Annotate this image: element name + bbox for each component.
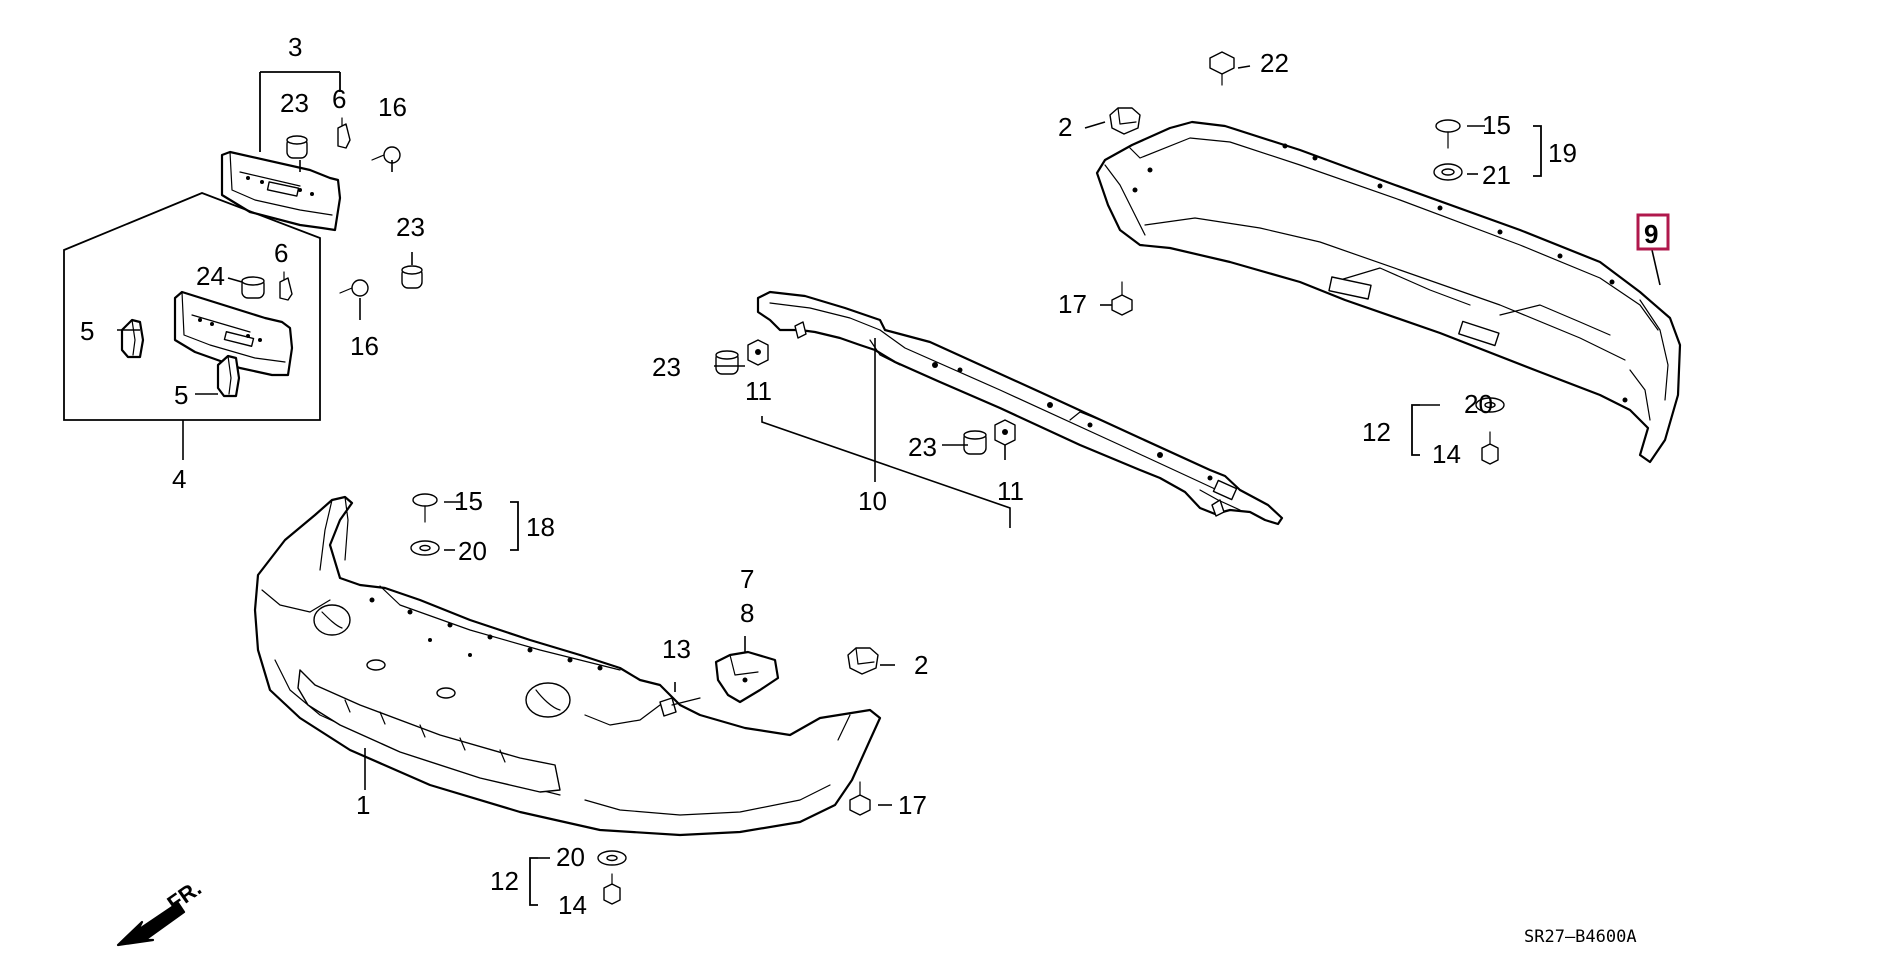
callout-5: 5 xyxy=(80,316,94,346)
bolt-14-rear[interactable] xyxy=(1481,431,1499,465)
nut-11-right[interactable] xyxy=(994,419,1016,446)
clip-6-mid[interactable] xyxy=(279,271,293,301)
bolt-13[interactable] xyxy=(659,697,701,717)
washer-20-front-top[interactable] xyxy=(410,540,440,556)
callout-23: 23 xyxy=(280,88,309,118)
clip-6-top[interactable] xyxy=(337,117,351,149)
callout-19: 19 xyxy=(1548,138,1577,168)
bolt-14-front[interactable] xyxy=(603,873,621,905)
callout-4: 4 xyxy=(172,464,186,494)
screw-22[interactable] xyxy=(1209,51,1235,86)
highlight-box xyxy=(1636,213,1670,251)
callout-21: 21 xyxy=(1482,160,1511,190)
diagram-code: SR27–B4600A xyxy=(1524,927,1637,947)
callout-20: 20 xyxy=(458,536,487,566)
washer-20-front-bottom[interactable] xyxy=(597,850,627,866)
callout-12: 12 xyxy=(490,866,519,896)
callout-15: 15 xyxy=(454,486,483,516)
grommet-23-beam-right[interactable] xyxy=(963,430,987,455)
callout-1: 1 xyxy=(356,790,370,820)
callout-14: 14 xyxy=(1432,439,1461,469)
callout-13: 13 xyxy=(662,634,691,664)
rear-bumper-beam[interactable] xyxy=(756,290,1284,526)
screw-15-rear[interactable] xyxy=(1435,119,1461,149)
screw-16-top[interactable] xyxy=(371,146,401,164)
callout-16: 16 xyxy=(378,92,407,122)
grommet-24[interactable] xyxy=(241,276,265,299)
screw-17-front[interactable] xyxy=(849,781,871,816)
plate-cover-right[interactable] xyxy=(216,354,241,398)
clip-2-front[interactable] xyxy=(847,647,879,675)
callout-17: 17 xyxy=(898,790,927,820)
callouts: 3 23 6 16 23 24 6 16 5 5 4 22 2 15 19 21… xyxy=(80,32,1670,920)
washer-20-rear[interactable] xyxy=(1475,397,1505,413)
clip-2-rear[interactable] xyxy=(1109,107,1141,135)
callout-2: 2 xyxy=(914,650,928,680)
nut-11-left[interactable] xyxy=(747,339,769,366)
leader-lines xyxy=(63,65,1661,906)
screw-17-rear[interactable] xyxy=(1111,281,1133,316)
callout-23: 23 xyxy=(652,352,681,382)
rear-bumper-face[interactable] xyxy=(1095,120,1682,464)
front-direction-arrow: FR. xyxy=(116,875,206,947)
callout-5: 5 xyxy=(174,380,188,410)
callout-22: 22 xyxy=(1260,48,1289,78)
grommet-23-top[interactable] xyxy=(286,135,308,159)
grommet-23-beam-left[interactable] xyxy=(715,350,739,375)
callout-2: 2 xyxy=(1058,112,1072,142)
grommet-23-mid[interactable] xyxy=(401,265,423,289)
license-plate-base-upper[interactable] xyxy=(220,150,342,232)
callout-15: 15 xyxy=(1482,110,1511,140)
callout-12: 12 xyxy=(1362,417,1391,447)
license-plate-base-lower[interactable] xyxy=(173,290,294,377)
callout-16: 16 xyxy=(350,331,379,361)
callout-6: 6 xyxy=(332,84,346,114)
plate-cover-left[interactable] xyxy=(120,318,145,359)
side-spacer-bracket[interactable] xyxy=(714,650,780,704)
callout-20: 20 xyxy=(556,842,585,872)
callout-18: 18 xyxy=(526,512,555,542)
callout-9: 9 xyxy=(1644,219,1658,249)
callout-14: 14 xyxy=(558,890,587,920)
callout-11: 11 xyxy=(997,476,1024,506)
callout-20: 20 xyxy=(1464,389,1493,419)
callout-7: 7 xyxy=(740,564,754,594)
screw-15-front[interactable] xyxy=(412,493,438,523)
callout-24: 24 xyxy=(196,261,225,291)
callout-11: 11 xyxy=(745,376,772,406)
callout-6: 6 xyxy=(274,238,288,268)
callout-17: 17 xyxy=(1058,289,1087,319)
callout-10: 10 xyxy=(858,486,887,516)
front-bumper-face[interactable] xyxy=(253,495,882,837)
screw-16-mid[interactable] xyxy=(339,279,369,297)
callout-23: 23 xyxy=(396,212,425,242)
callout-3: 3 xyxy=(288,32,302,62)
callout-8: 8 xyxy=(740,598,754,628)
callout-23: 23 xyxy=(908,432,937,462)
washer-21[interactable] xyxy=(1433,163,1463,181)
